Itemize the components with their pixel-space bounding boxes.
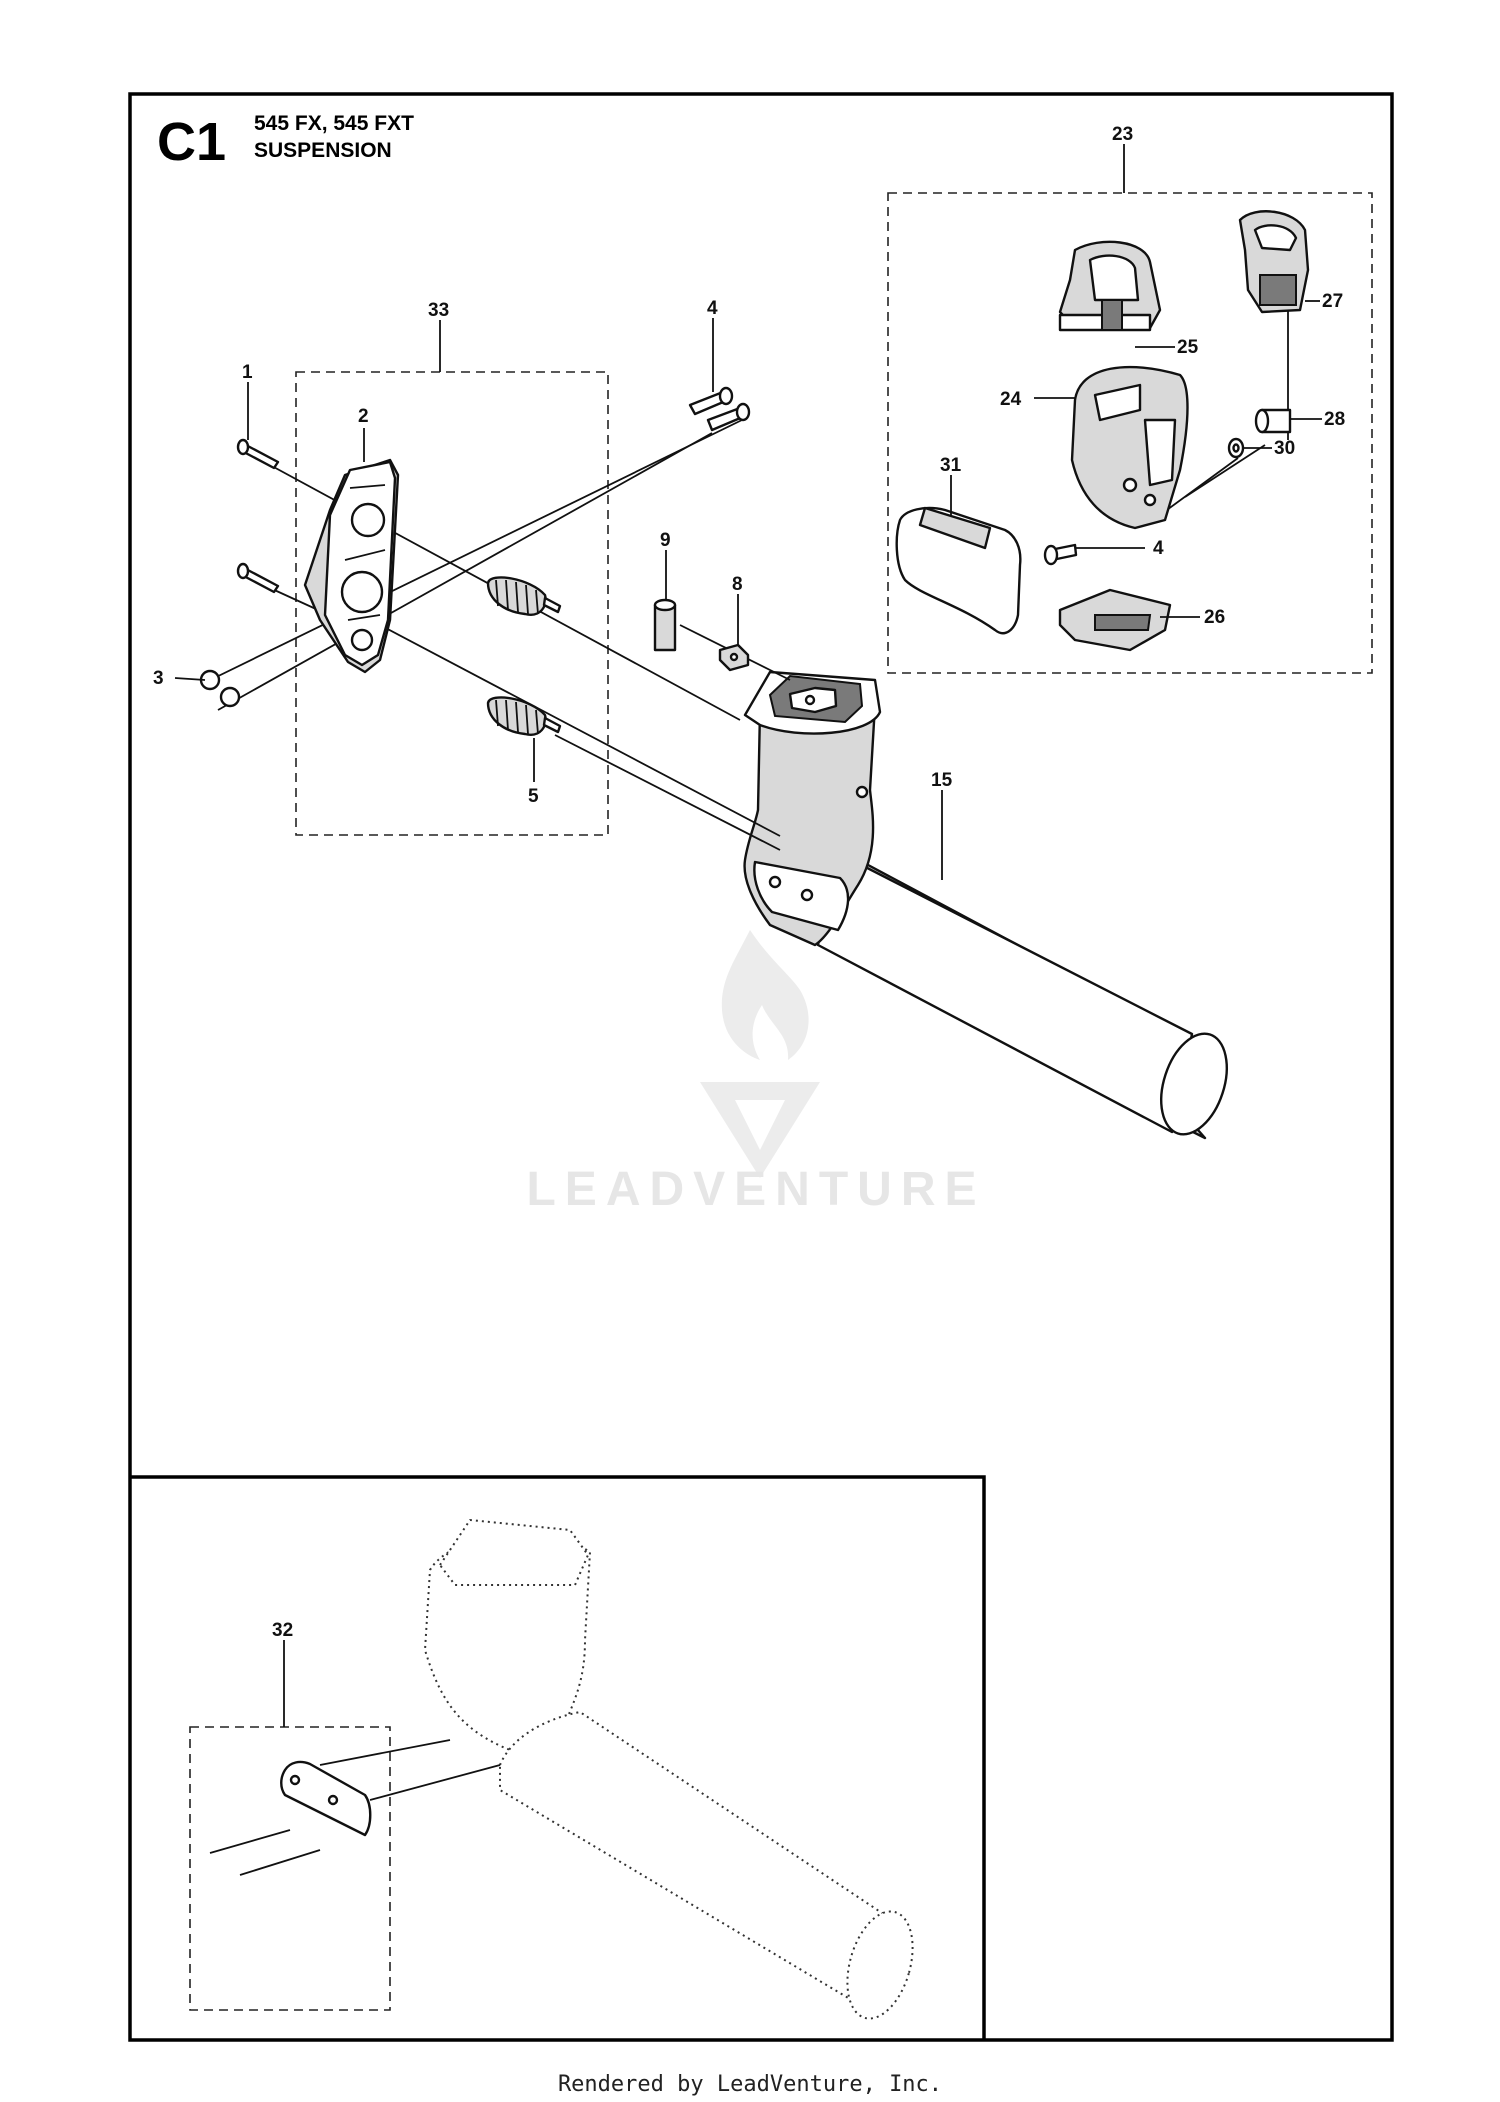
- callout-8: 8: [732, 574, 743, 595]
- watermark: LEADVENTURE: [526, 930, 985, 1216]
- callout-3: 3: [153, 668, 164, 689]
- callout-33: 33: [428, 300, 449, 321]
- footer-credit: Rendered by LeadVenture, Inc.: [557, 2072, 943, 2097]
- watermark-flame-icon: [721, 930, 809, 1060]
- callout-30: 30: [1274, 438, 1295, 459]
- part-5-springs: [486, 576, 562, 736]
- part-4-bracket-screw: [1043, 543, 1078, 566]
- callout-26: 26: [1204, 607, 1225, 628]
- part-9-sleeve: [653, 598, 677, 652]
- callout-9: 9: [660, 530, 671, 551]
- drawing-frame: [128, 92, 1394, 2042]
- part-15-handle-tube: [743, 670, 1228, 1140]
- diagram-code: C1: [157, 112, 226, 172]
- callout-28: 28: [1324, 409, 1345, 430]
- part-2-suspension-plate: [303, 458, 400, 674]
- diagram-models: 545 FX, 545 FXT: [254, 112, 414, 135]
- callout-4: 4: [707, 298, 718, 319]
- diagram-section-title: SUSPENSION: [254, 139, 392, 162]
- callout-32: 32: [272, 1620, 293, 1641]
- watermark-v-logo-icon: [700, 1082, 820, 1178]
- callout-24: 24: [1000, 389, 1022, 410]
- callout-27: 27: [1322, 291, 1343, 312]
- part-31-cushion: [895, 506, 1022, 635]
- callout-2: 2: [358, 406, 369, 427]
- part-32-inset-plate: [209, 1739, 501, 1876]
- part-30-washer: [1227, 437, 1245, 459]
- part-4-long-screws: [688, 386, 751, 432]
- callout-4-bracket: 4: [1153, 538, 1164, 559]
- part-8-square-nut: [718, 643, 750, 672]
- callout-labels: 1 2 3 4 5 8 9 15 23 24 25 26 27 28 30 31: [153, 124, 1345, 1727]
- callout-25: 25: [1177, 337, 1199, 358]
- watermark-text: LEADVENTURE: [526, 1163, 985, 1216]
- part-1-screws: [236, 438, 280, 594]
- part-25-harness-hook: [1058, 240, 1162, 332]
- callout-1: 1: [242, 362, 253, 383]
- part-27-clip: [1238, 210, 1310, 314]
- part-26-bottom-plate: [1058, 588, 1172, 652]
- callout-5: 5: [528, 786, 539, 807]
- callout-31: 31: [940, 455, 962, 476]
- callout-23: 23: [1112, 124, 1133, 145]
- group-box-23: [887, 192, 1373, 674]
- callout-15: 15: [931, 770, 953, 791]
- inset-handle-dotted: [423, 1518, 914, 2020]
- part-3-nuts: [199, 669, 241, 708]
- part-28-pin: [1254, 408, 1292, 434]
- part-24-harness-bracket: [1070, 365, 1189, 530]
- group-box-33: [295, 371, 609, 836]
